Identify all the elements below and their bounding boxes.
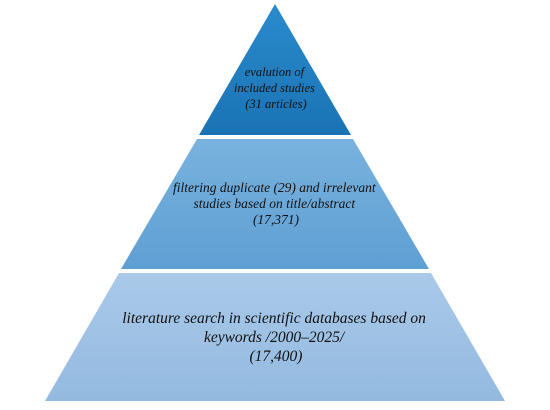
pyramid-middle-line-3: (17,371) [253,212,300,227]
pyramid-top-line-1: evalution of [245,65,306,79]
pyramid-middle-label: filtering duplicate (29) and irrelevant … [173,180,379,227]
pyramid-bottom-line-2: keywords /2000–2025/ [204,329,346,346]
pyramid-bottom-label: literature search in scientific database… [122,310,430,365]
pyramid-top-label: evalution of included studies (31 articl… [234,65,318,111]
pyramid-level-top [199,4,351,135]
pyramid-top-line-2: included studies [234,81,315,95]
pyramid-top-line-3: (31 articles) [245,97,306,111]
pyramid-bottom-line-3: (17,400) [250,348,303,365]
pyramid-level-middle [121,139,429,269]
pyramid-middle-line-2: studies based on title/abstract [194,196,357,211]
pyramid-bottom-line-1: literature search in scientific database… [122,310,426,327]
pyramid-middle-line-1: filtering duplicate (29) and irrelevant [173,180,377,195]
pyramid-level-bottom [45,273,505,401]
